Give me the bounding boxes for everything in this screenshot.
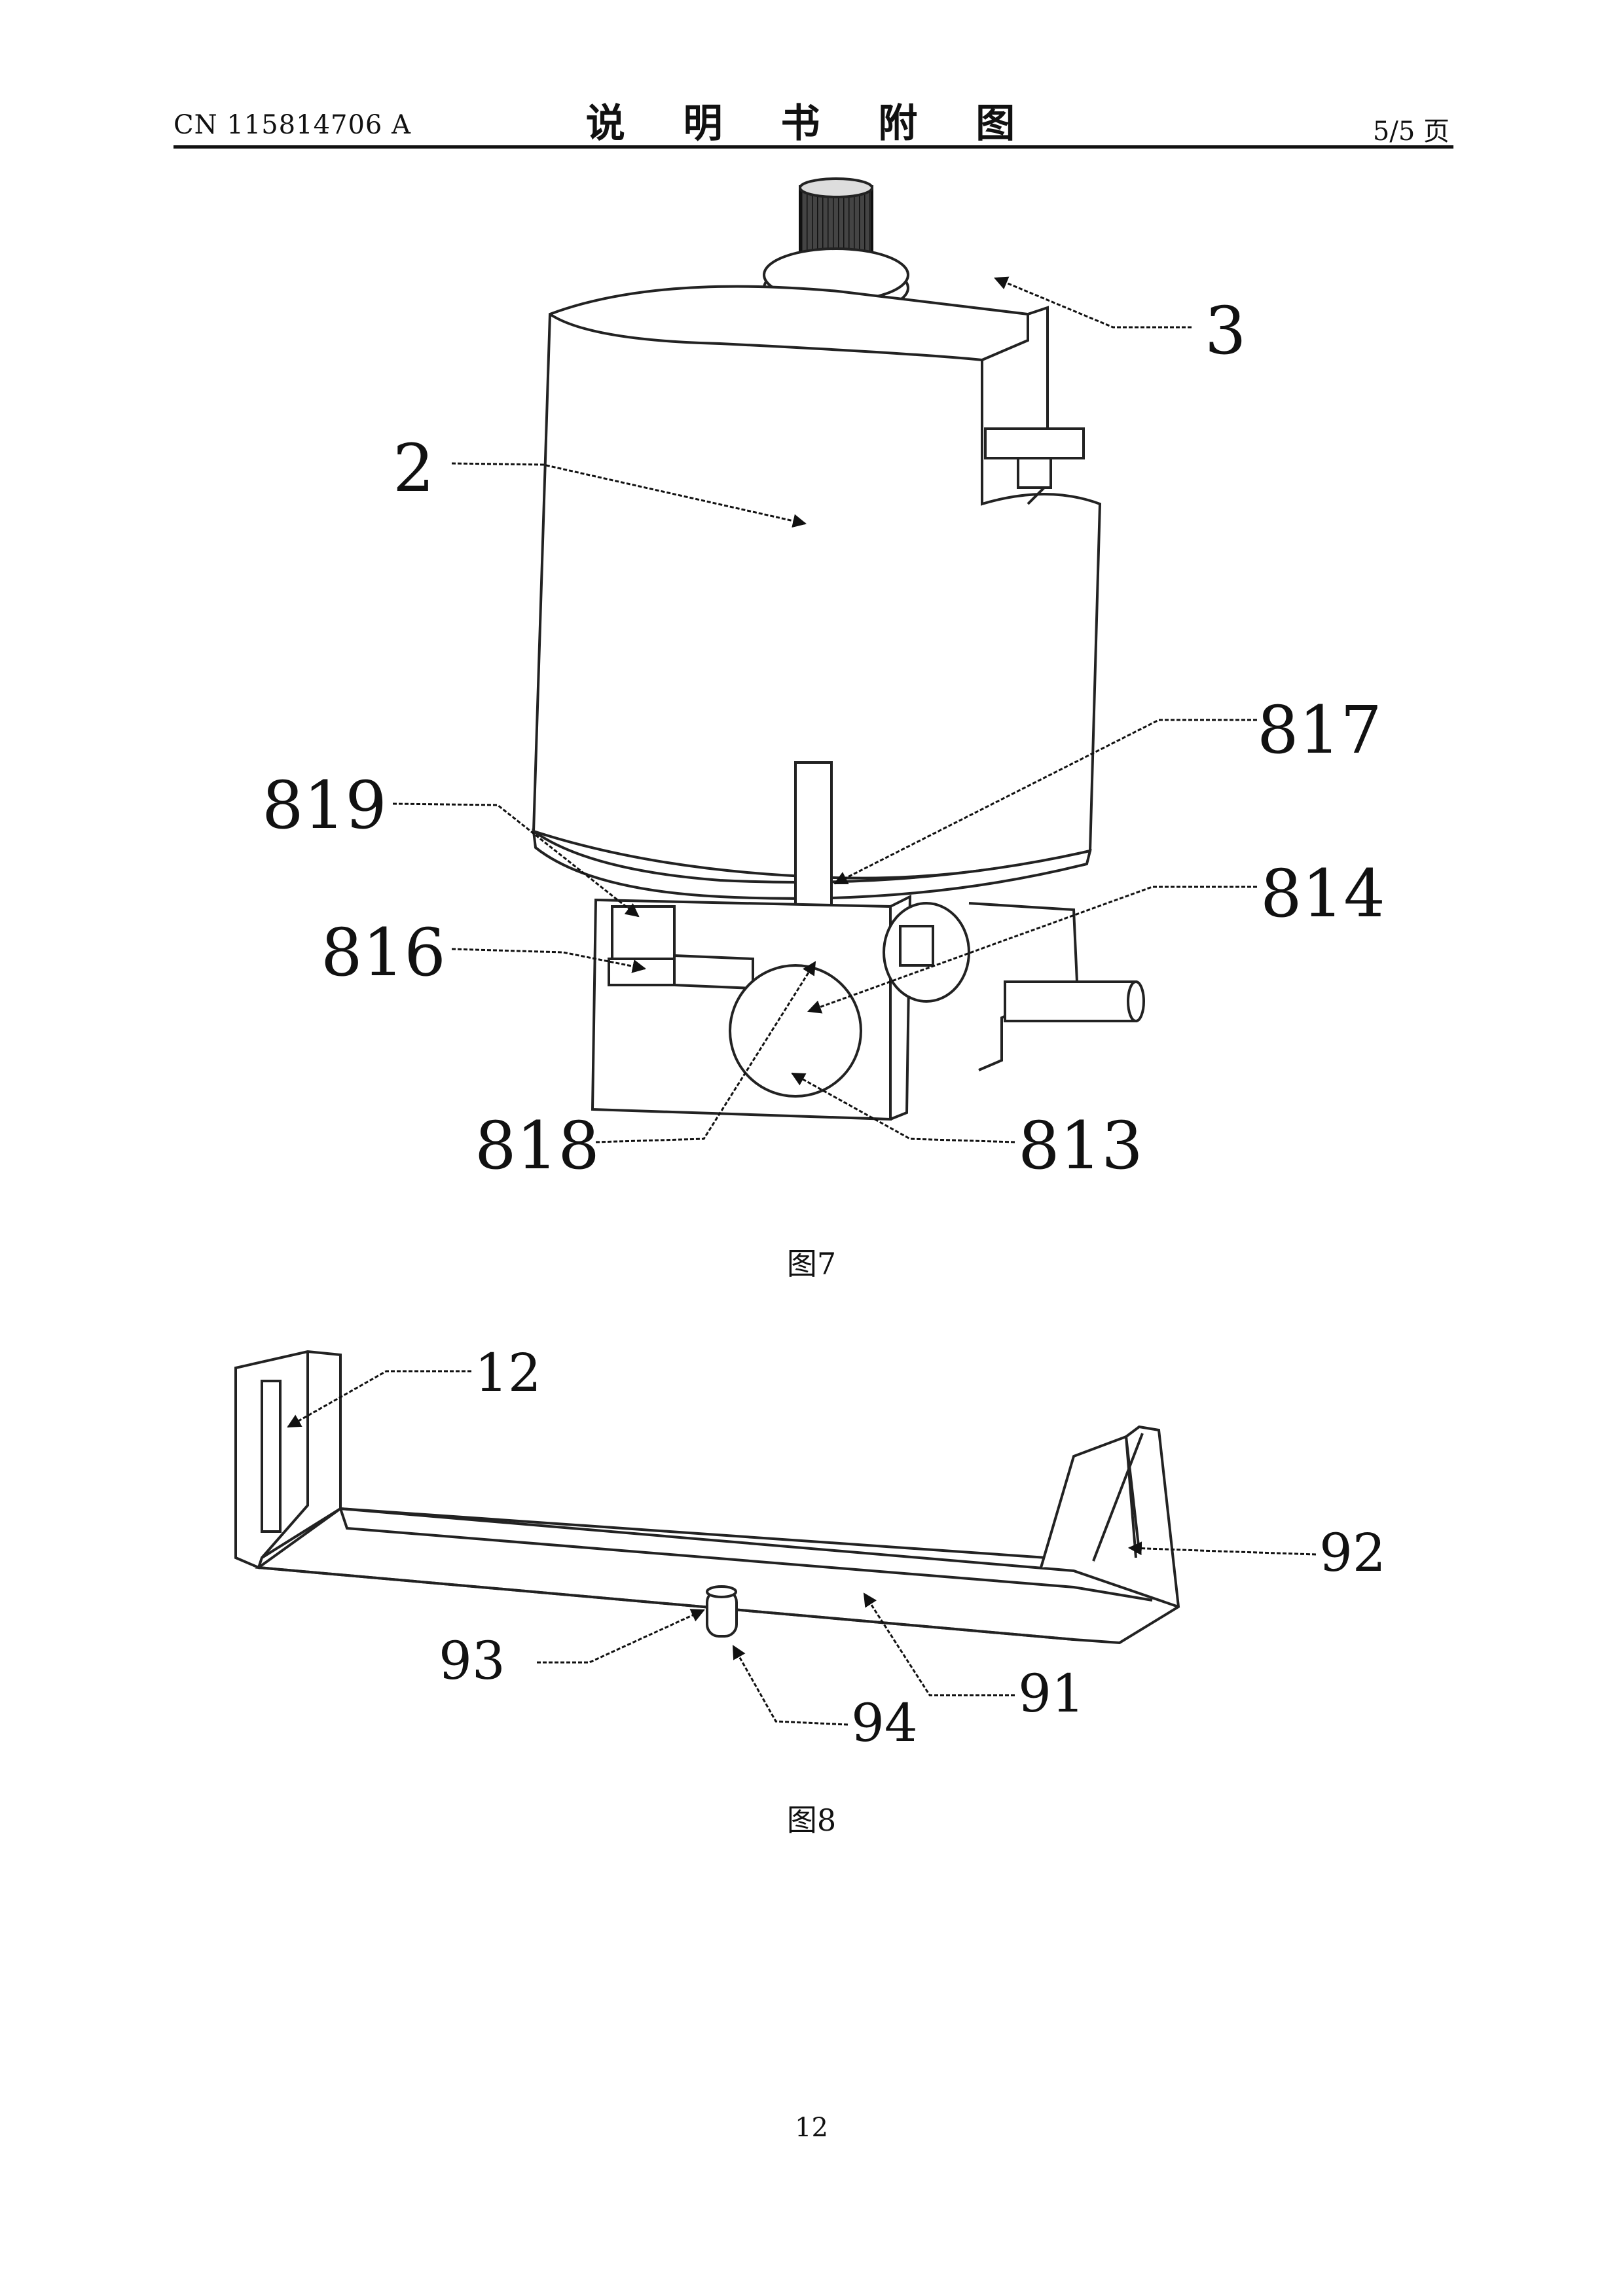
page-info: 5/5 页 xyxy=(1372,117,1450,147)
label-2: 2 xyxy=(393,430,435,507)
label-93: 93 xyxy=(439,1630,505,1691)
page-number: 12 xyxy=(795,2113,828,2143)
label-12: 12 xyxy=(475,1342,541,1403)
fig8-body xyxy=(234,1350,1180,1645)
label-817: 817 xyxy=(1257,692,1382,768)
label-819: 819 xyxy=(262,767,387,844)
label-816: 816 xyxy=(321,914,446,991)
patent-number: CN 115814706 A xyxy=(173,110,411,140)
label-3: 3 xyxy=(1205,293,1247,369)
header-rule xyxy=(173,145,1453,149)
label-94: 94 xyxy=(851,1693,918,1753)
page-title: 说 明 书 附 图 xyxy=(585,101,1038,147)
figure-7-caption: 图7 xyxy=(786,1246,837,1282)
fig8-leaders xyxy=(287,1370,1317,1726)
label-92: 92 xyxy=(1319,1522,1386,1583)
fig7-leaders xyxy=(392,276,1257,1143)
figure-8-caption: 图8 xyxy=(786,1803,837,1838)
label-813: 813 xyxy=(1018,1107,1143,1184)
label-814: 814 xyxy=(1260,855,1385,932)
label-818: 818 xyxy=(475,1107,600,1184)
label-91: 91 xyxy=(1018,1663,1085,1724)
fig7-body xyxy=(532,177,1145,1121)
